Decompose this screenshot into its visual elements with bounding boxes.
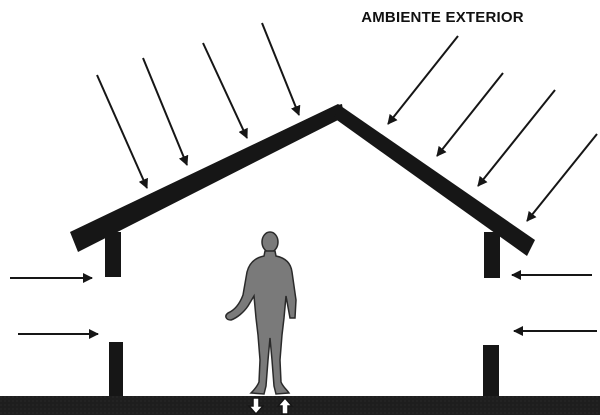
floor-heat-arrows	[247, 396, 294, 416]
human-figure	[225, 231, 297, 395]
right-wall-upper	[484, 232, 500, 278]
wind-arrows-right	[511, 270, 597, 336]
solar-arrows-left	[96, 22, 301, 189]
floor-arrow-up	[276, 396, 294, 415]
sun-arrow-8	[526, 133, 598, 222]
sun-arrow-1	[96, 74, 148, 189]
roof-ridge	[334, 104, 344, 118]
figure-body	[225, 250, 297, 395]
left-wall-lower	[109, 342, 123, 398]
sun-arrow-2	[142, 57, 189, 166]
roof-left-slope	[70, 104, 342, 252]
left-wall-upper	[105, 232, 121, 277]
exterior-environment-label: AMBIENTE EXTERIOR	[361, 9, 524, 26]
roof-right-slope	[334, 104, 535, 256]
floor-arrow-down	[247, 397, 265, 416]
ground-slab	[0, 396, 600, 415]
sun-arrow-7	[477, 89, 556, 187]
figure-head	[261, 231, 279, 253]
sun-arrow-3	[202, 42, 248, 139]
sun-arrow-5	[387, 35, 459, 125]
sun-arrow-4	[261, 22, 301, 116]
solar-arrows-right	[387, 35, 598, 222]
right-wall-lower	[483, 345, 499, 397]
sun-arrow-6	[436, 72, 504, 157]
wind-arrows-left	[10, 273, 99, 339]
